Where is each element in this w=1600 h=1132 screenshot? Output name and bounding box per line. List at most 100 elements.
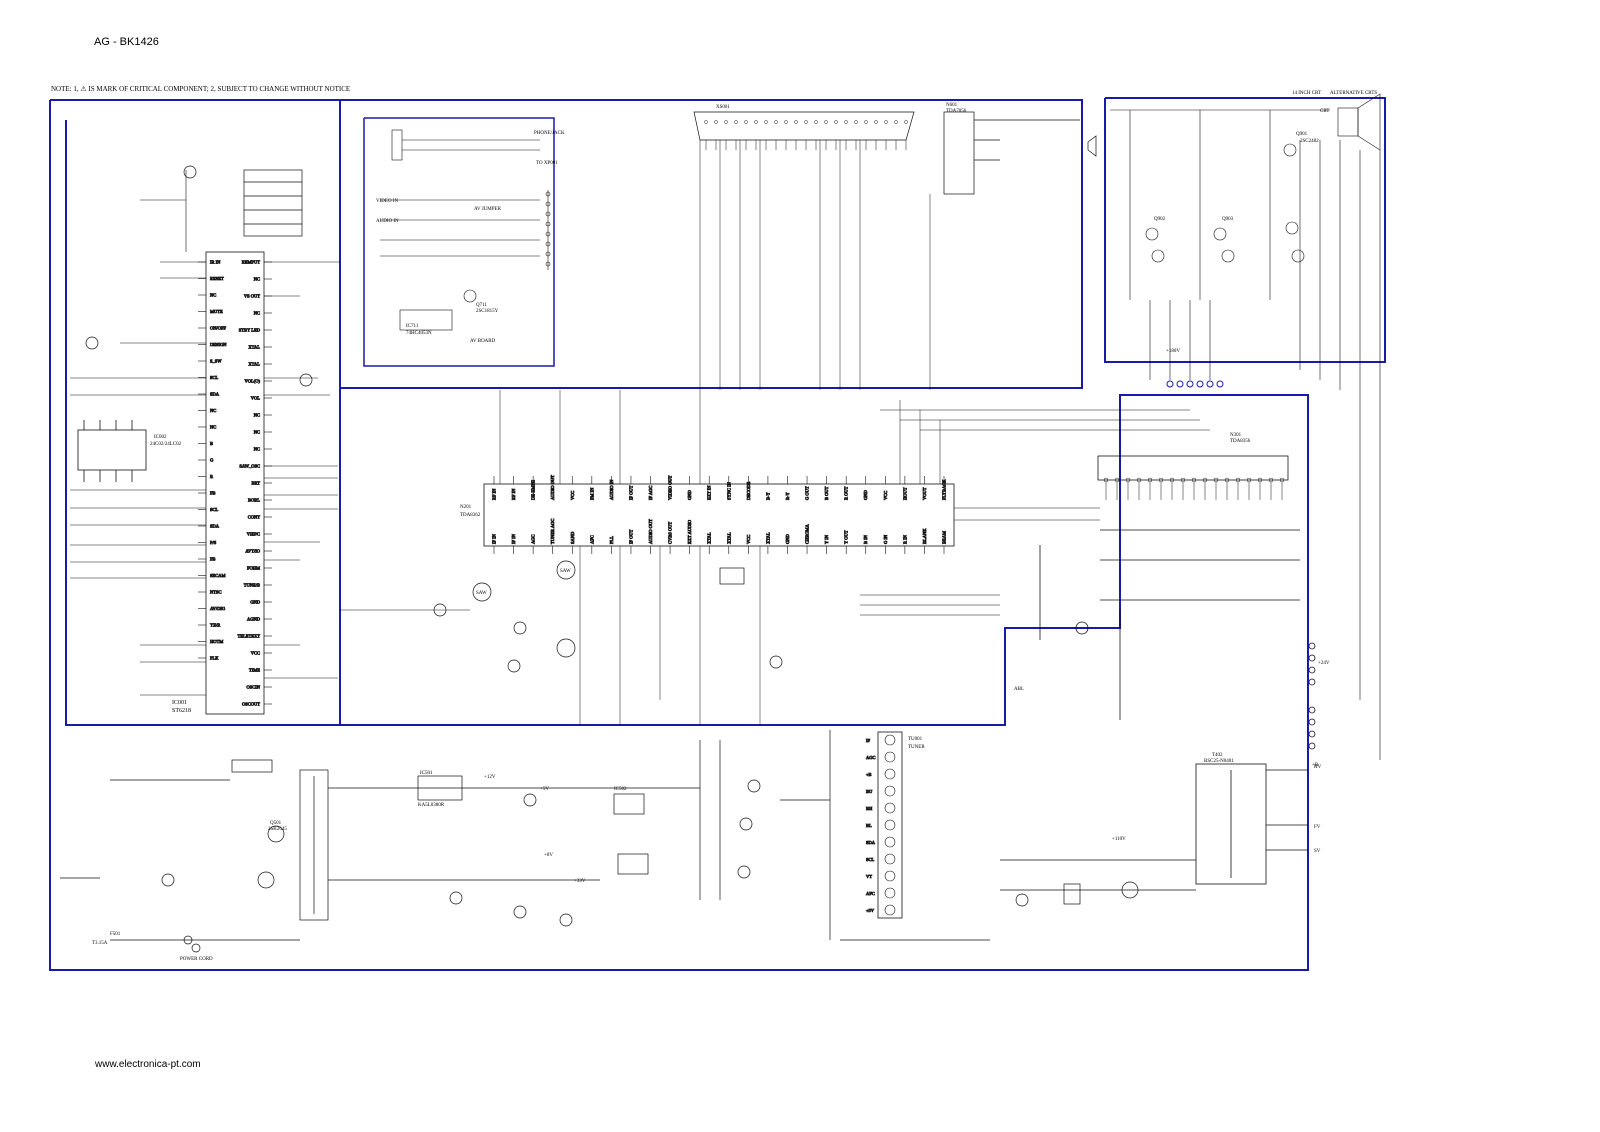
- av-board-text: TO XP001: [536, 161, 558, 166]
- jungle-pin-label: PLL: [609, 536, 614, 544]
- jungle-pin-label: CHROMA: [805, 523, 810, 544]
- scart-pin: [834, 120, 838, 124]
- mcu-pin-label: HOTM: [210, 639, 223, 644]
- mcu-pin-label: NC: [210, 293, 216, 298]
- scart-pin: [814, 120, 818, 124]
- mcu-pin-label: NC: [254, 447, 260, 452]
- mcu-pin-label: ON/OFF: [210, 326, 227, 331]
- power-supply: [60, 759, 700, 953]
- tuner-pin: [884, 887, 896, 899]
- scart-pin: [864, 120, 868, 124]
- tuner-pin: [884, 836, 896, 848]
- mcu-left-wires: [70, 170, 206, 696]
- tuner-pin-label: AGC: [866, 755, 876, 760]
- vertical-part: TDA8356: [1230, 439, 1251, 444]
- jungle-pin-label: Y IN: [824, 534, 829, 544]
- power-label: IC501: [420, 771, 433, 776]
- scart-pin: [754, 120, 758, 124]
- crt-label: 14 INCH CRT: [1292, 91, 1321, 96]
- jungle-pin-label: IF IN: [492, 533, 497, 544]
- scart-pin: [784, 120, 788, 124]
- tuner-pin-label: BL: [866, 823, 872, 828]
- crt-connector: [1166, 380, 1224, 388]
- power-label: IC502: [614, 787, 627, 792]
- jungle-pin-label: HOUT: [902, 487, 907, 500]
- jungle-pin-label: IF AGC: [648, 486, 653, 500]
- mcu-pin-label: SCL: [210, 375, 219, 380]
- jungle-pin-label: XTAL: [765, 532, 770, 544]
- tuner-pin-label: IF: [866, 738, 870, 743]
- mcu-pin-label: BRT: [252, 481, 261, 486]
- mcu-pin-label: PLK: [210, 656, 219, 661]
- tuner-pin: [884, 751, 896, 763]
- tuner-pin-label: BH: [866, 806, 873, 811]
- mcu-pin-label: P/S: [210, 540, 217, 545]
- mcu-pin-label: REMPUT: [242, 260, 261, 265]
- mcu-pin-label: GND: [250, 600, 260, 605]
- memory-ic002: [77, 420, 147, 482]
- jungle-pin-label: CVBS OUT: [668, 522, 673, 544]
- av-board: [380, 129, 551, 331]
- audio-amp: [943, 111, 1097, 195]
- av-board-text: PHONE/JACK: [534, 131, 565, 136]
- horizontal-output: [1000, 859, 1196, 907]
- jungle-pin-label: AUDIO OUT: [648, 519, 653, 544]
- scart-pin: [764, 120, 768, 124]
- scart-pin: [794, 120, 798, 124]
- tuner-pin: [884, 785, 896, 797]
- av-board-text: AUDIO IN: [376, 219, 399, 224]
- jungle-pin-label: R OUT: [844, 486, 849, 500]
- mcu-pin-label: FB: [210, 557, 216, 562]
- mcu-pin-label: YE/R: [210, 623, 220, 628]
- tuner-pin: [884, 768, 896, 780]
- jungle-pin-label: GND: [687, 490, 692, 500]
- jungle-pin-label: BLANK: [922, 528, 927, 544]
- av-board-text: 2SC1815Y: [476, 309, 499, 314]
- av-board-label: AV BOARD: [470, 339, 496, 344]
- mcu-pin-label: AVT/IO: [245, 549, 260, 554]
- mcu-pin-label: NC: [254, 277, 260, 282]
- mcu-pin-label: RESET: [210, 276, 224, 281]
- audio-amp-part: TDA7056: [946, 109, 967, 114]
- av-board-ic-ref: IC711: [406, 324, 419, 329]
- tuner-pin: [884, 819, 896, 831]
- voltage-rail-label: HV: [1314, 765, 1322, 770]
- scart-pin: [884, 120, 888, 124]
- main-frame: [49, 97, 1386, 971]
- scart-ref: XS001: [716, 105, 730, 110]
- jungle-wiring: [340, 140, 1210, 725]
- mcu-pin-label: FB: [210, 491, 216, 496]
- mcu-pin-label: SCL: [210, 507, 219, 512]
- jungle-pin-label: VCC: [746, 535, 751, 544]
- crt-transistor-label: Q902: [1154, 217, 1166, 222]
- scart-pin: [904, 120, 908, 124]
- schematic-note: NOTE: 1, ⚠ IS MARK OF CRITICAL COMPONENT…: [51, 85, 351, 93]
- tuner-pin-label: BU: [866, 789, 873, 794]
- mcu-left-pins: IR INRESETNCMUTEON/OFFDESIGNS_SWSCLSDANC…: [198, 259, 228, 661]
- voltage-rail-label: +110V: [1112, 837, 1126, 842]
- jungle-pin-label: FLYBACK: [942, 479, 947, 500]
- voltage-rail-label: ABL: [1014, 687, 1024, 692]
- mcu-pin-label: MUTE: [210, 309, 223, 314]
- mcu-pin-label: STBY LED: [239, 328, 261, 333]
- scart-pin: [854, 120, 858, 124]
- power-label: Q501: [270, 821, 282, 826]
- jungle-pin-label: RF IN: [492, 488, 497, 500]
- scart-pin: [804, 120, 808, 124]
- mcu-pin-label: NTSC: [210, 590, 222, 595]
- tuner-pin-label: +5V: [866, 908, 875, 913]
- mcu-pin-label: G: [210, 458, 214, 463]
- jungle-pin-label: RF IN: [511, 488, 516, 500]
- jungle-pin-label: R IN: [902, 534, 907, 544]
- mcu-pin-label: OSCIN: [246, 685, 260, 690]
- crt-label: CRT: [1320, 109, 1329, 114]
- jungle-pin-label: Y OUT: [844, 530, 849, 544]
- jungle-pin-label: FM IN: [589, 487, 594, 500]
- saw-filter-label: SAW: [560, 569, 571, 574]
- mcu-pin-label: TUNE/B: [244, 583, 260, 588]
- flyback-transformer: [1195, 642, 1316, 885]
- jungle-pin-label: IF OUT: [628, 529, 633, 544]
